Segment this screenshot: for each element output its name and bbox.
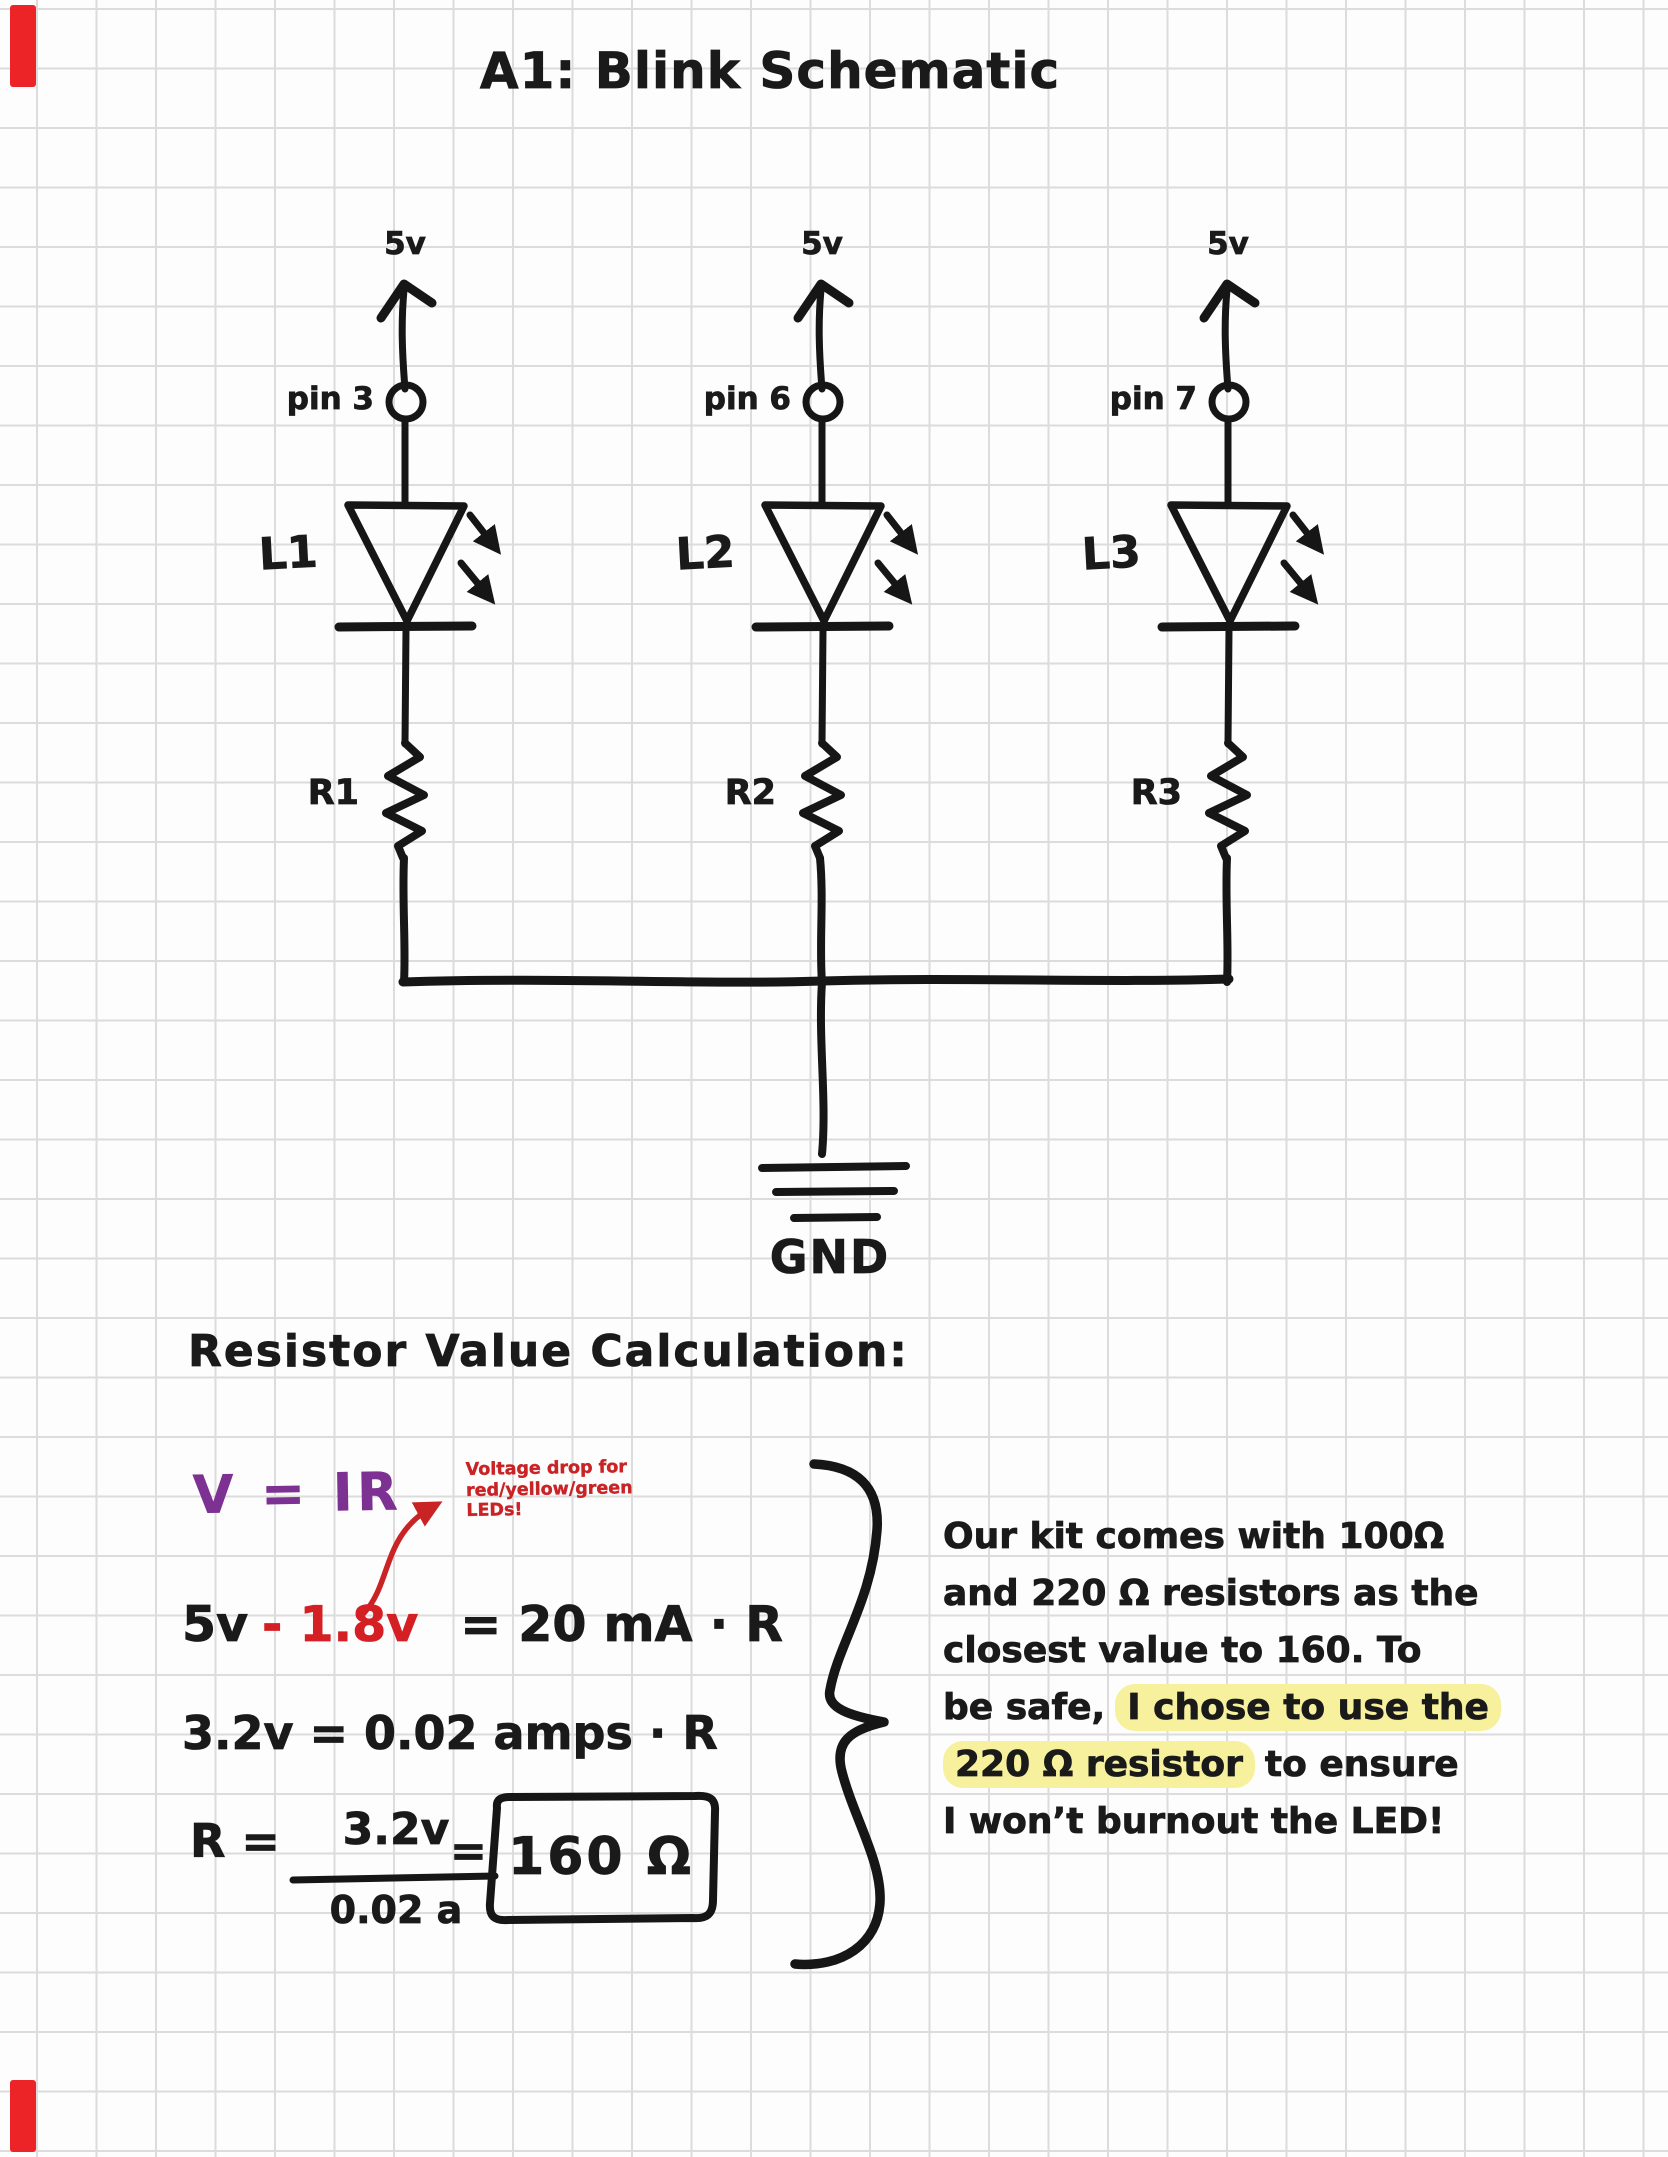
fraction-denominator: 0.02 a xyxy=(329,1888,463,1933)
note-highlighted-text: 220 Ω resistor xyxy=(943,1741,1255,1788)
resistor-label: R2 xyxy=(724,773,776,814)
note-line: be safe,I chose to use the xyxy=(943,1684,1501,1731)
note-line: I won’t burnout the LED! xyxy=(943,1801,1445,1843)
resistor-symbol xyxy=(382,739,428,862)
note-line: and 220 Ω resistors as the xyxy=(943,1573,1479,1615)
equation-3-lhs: R = xyxy=(190,1814,281,1869)
supply-label: 5v xyxy=(384,226,427,263)
red-margin-tab-top xyxy=(10,5,36,87)
pin-label: pin 6 xyxy=(703,381,791,418)
resistor-symbol xyxy=(1205,739,1251,862)
ground-symbol xyxy=(758,1162,910,1222)
resistor-label: R1 xyxy=(307,773,359,814)
ohms-law-formula: V = IR xyxy=(192,1462,403,1526)
curly-brace xyxy=(790,1459,889,1970)
fraction-numerator: 3.2v xyxy=(342,1804,450,1856)
supply-arrow-icon xyxy=(376,279,437,323)
resistor-symbol xyxy=(799,739,845,862)
equation-1: 5v - 1.8v = 20 mA · R xyxy=(182,1596,784,1654)
note-line: closest value to 160. To xyxy=(943,1630,1422,1672)
branch-3-wires xyxy=(1157,279,1325,986)
branch-2-labels: 5v pin 6 L2 R2 xyxy=(572,0,1072,1000)
red-margin-tab-bottom xyxy=(10,2080,36,2152)
equation-1-black: 5v xyxy=(182,1596,249,1654)
led-label: L3 xyxy=(1080,526,1142,581)
fraction-bar xyxy=(289,1872,499,1884)
branch-1-labels: 5v pin 3 L1 R1 xyxy=(155,0,655,1000)
ground-bus-wire xyxy=(398,974,1234,987)
result-value: 160 Ω xyxy=(508,1827,694,1888)
note-plain-text: to ensure xyxy=(1264,1744,1459,1786)
equation-1-black: = 20 mA · R xyxy=(460,1596,784,1654)
equation-1-red: - 1.8v xyxy=(262,1596,419,1654)
red-annotation-arrow xyxy=(361,1501,443,1616)
branch-3-labels: 5v pin 7 L3 R3 xyxy=(978,0,1478,1000)
note-line: Our kit comes with 100Ω xyxy=(943,1516,1445,1558)
resistor-label: R3 xyxy=(1130,773,1182,814)
ground-label: GND xyxy=(769,1230,891,1285)
supply-label: 5v xyxy=(801,226,844,263)
annotation-line: LEDs! xyxy=(466,1500,523,1522)
pin-label: pin 7 xyxy=(1109,381,1197,418)
calculation-heading: Resistor Value Calculation: xyxy=(188,1326,909,1378)
result-box xyxy=(485,1791,720,1925)
supply-label: 5v xyxy=(1207,226,1250,263)
branch-1-wires xyxy=(334,279,502,986)
led-label: L1 xyxy=(257,526,319,581)
voltage-drop-annotation: Voltage drop for red/yellow/green LEDs! xyxy=(465,1456,696,1522)
pin-label: pin 3 xyxy=(286,381,374,418)
branch-2-wires xyxy=(751,279,919,1158)
note-highlighted-text: I chose to use the xyxy=(1115,1684,1501,1731)
page-title: A1: Blink Schematic xyxy=(479,42,1061,101)
equation-2: 3.2v = 0.02 amps · R xyxy=(182,1706,719,1761)
equation-3-equals: = xyxy=(450,1826,488,1878)
led-label: L2 xyxy=(674,526,736,581)
supply-arrow-icon xyxy=(793,279,854,323)
note-plain-text: be safe, xyxy=(943,1687,1106,1729)
supply-arrow-icon xyxy=(1199,279,1260,323)
